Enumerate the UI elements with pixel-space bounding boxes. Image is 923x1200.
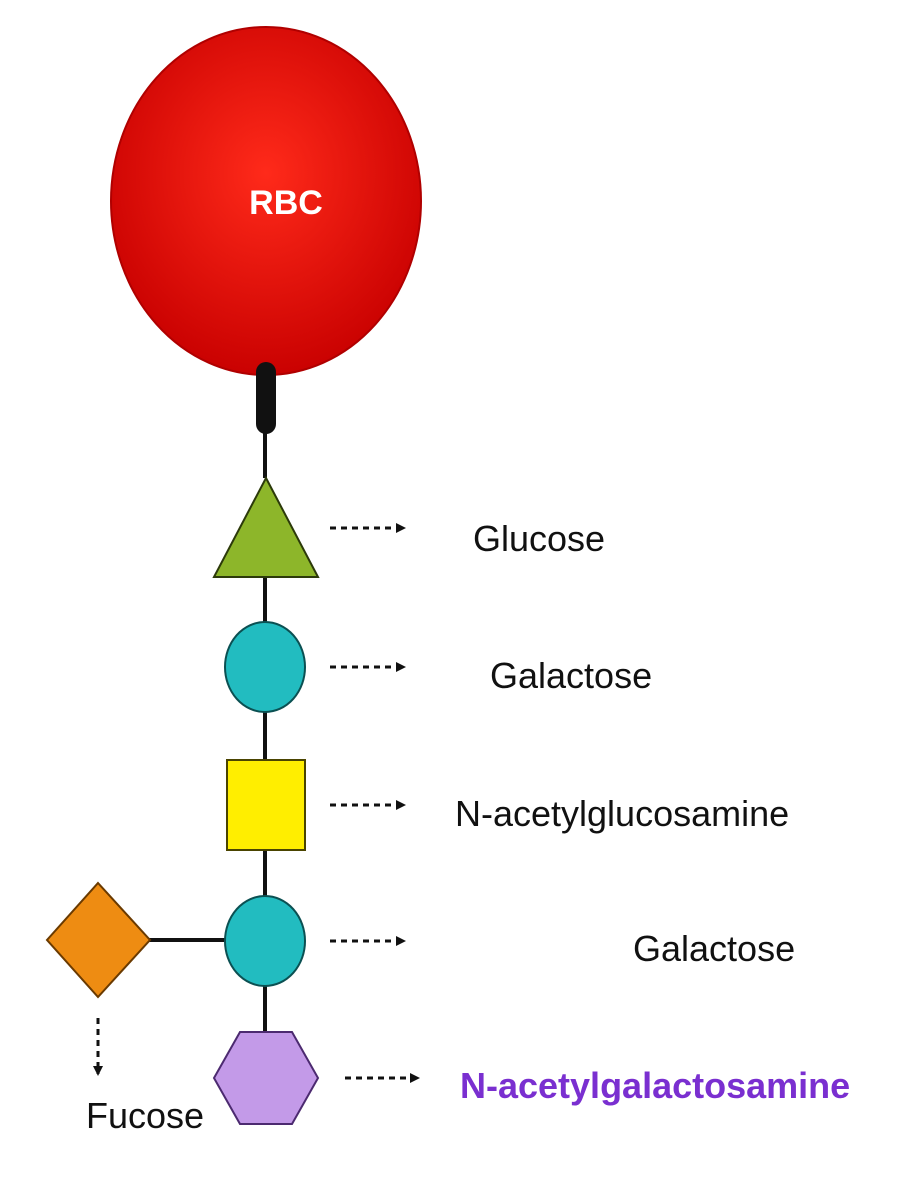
fucose-diamond	[45, 881, 152, 999]
label-galnac: N-acetylgalactosamine	[460, 1065, 850, 1106]
label-glcnac: N-acetylglucosamine	[455, 793, 789, 834]
galactose-circle-2	[224, 895, 306, 987]
galactose-circle-1	[224, 621, 306, 713]
membrane-anchor	[256, 362, 276, 434]
label-galactose-1: Galactose	[490, 655, 652, 696]
glcnac-square	[226, 759, 306, 851]
label-galactose-2: Galactose	[633, 928, 795, 969]
galnac-hexagon	[212, 1031, 320, 1125]
label-fucose: Fucose	[86, 1095, 204, 1136]
glucose-triangle	[212, 475, 320, 578]
label-glucose: Glucose	[473, 518, 605, 559]
rbc-label: RBC	[249, 184, 323, 222]
